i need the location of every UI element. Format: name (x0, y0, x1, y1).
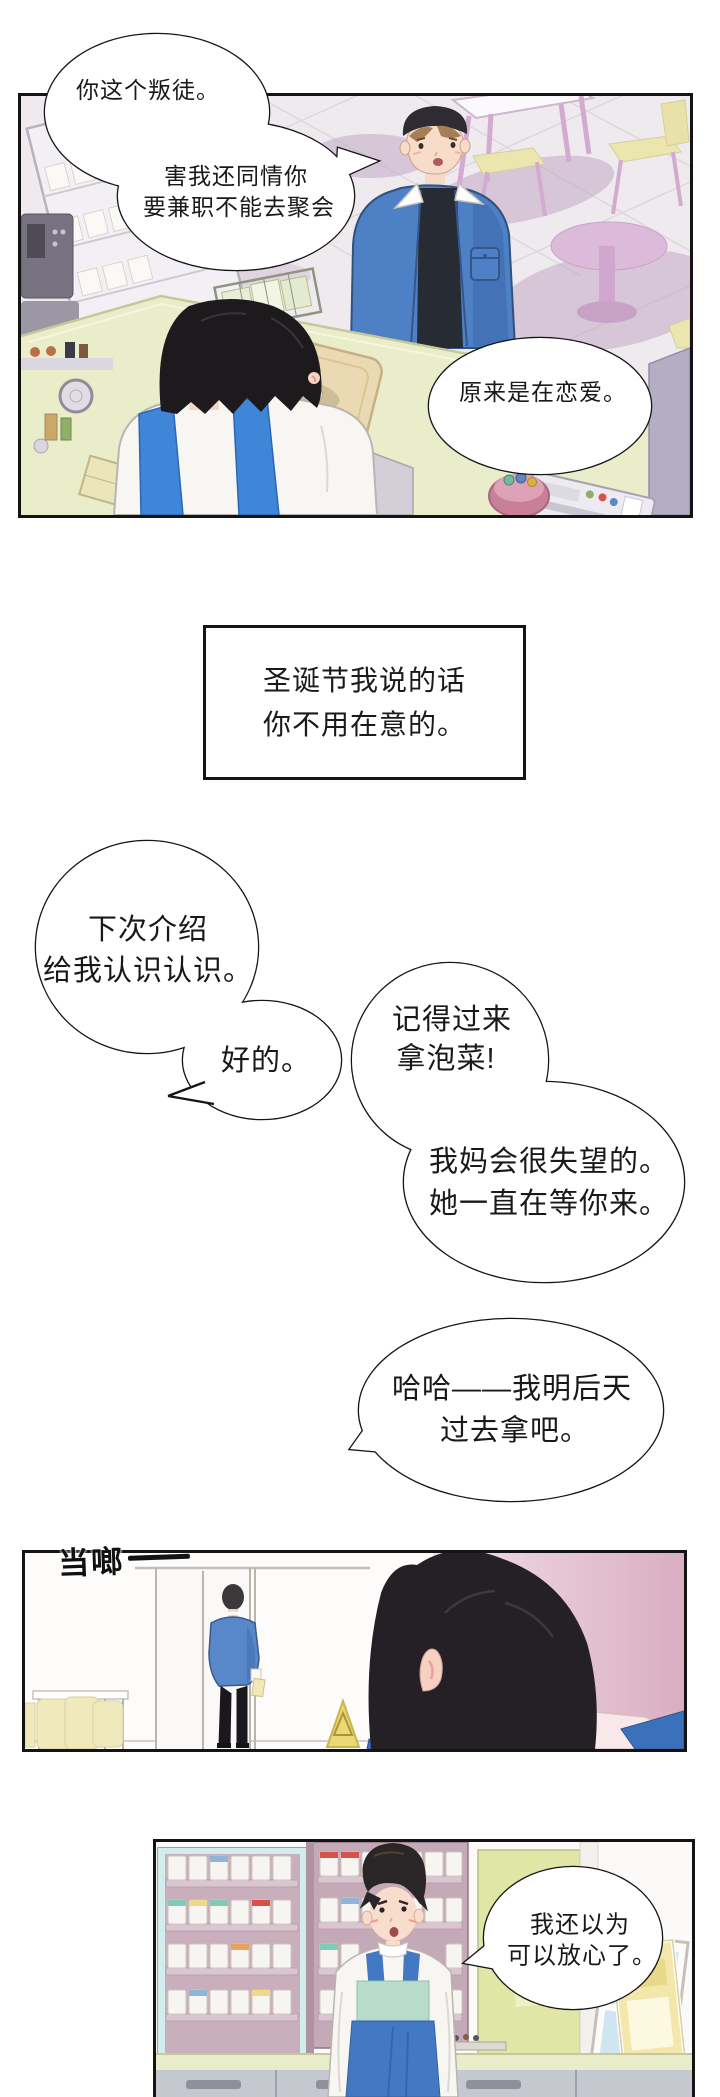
held-item (251, 1677, 266, 1698)
stacked-chairs (25, 1690, 129, 1749)
bubble-text: 她一直在等你来。 (429, 1187, 669, 1220)
wet-floor-sign (325, 1697, 361, 1748)
bubble-text: 好的。 (221, 1044, 311, 1077)
foreground-strap-right (620, 1710, 684, 1749)
customer-standing (349, 106, 517, 349)
bubble-text: 我妈会很失望的。 (429, 1145, 669, 1178)
bubble-text: 记得过来 (392, 1003, 512, 1036)
comic-panel-clerk-reaction (153, 1839, 695, 2097)
apron-body (345, 2020, 441, 2097)
bubble-text: 哈哈——我明后天 (392, 1372, 632, 1405)
sfx-door-chime: 当啷 (57, 1534, 191, 1584)
bubble-text: 下次介绍 (88, 913, 208, 946)
clerk-front-view (327, 1843, 459, 2097)
speech-bubble-introduce: 下次介绍 给我认识认识。 好的。 (34, 839, 343, 1121)
narration-box: 圣诞节我说的话 你不用在意的。 (203, 625, 526, 780)
green-board (477, 1849, 581, 2055)
sfx-text: 当啷 (57, 1544, 125, 1582)
pink-tray (488, 472, 550, 515)
foreground-ear (419, 1648, 443, 1692)
speech-bubble-haha: 哈哈——我明后天 过去拿吧。 (347, 1317, 665, 1503)
clerk-hair (159, 299, 322, 414)
foreground-hair (368, 1553, 597, 1749)
bubble-text: 拿泡菜! (396, 1042, 495, 1075)
comic-panel-store-counter (18, 93, 693, 518)
customer-face (406, 121, 464, 175)
apron-chest-panel (356, 1980, 430, 2022)
door-scene (25, 1553, 684, 1749)
store-scene (21, 96, 690, 515)
bubble-text: 给我认识认识。 (43, 954, 253, 987)
jacket-pocket (470, 247, 500, 281)
bubble-text: 过去拿吧。 (440, 1414, 590, 1447)
speech-bubble-kimchi: 记得过来 拿泡菜! 我妈会很失望的。 她一直在等你来。 (350, 961, 686, 1284)
cash-register-tray (523, 470, 656, 515)
clerk-back-view (112, 299, 379, 515)
customer-beanie (402, 106, 468, 136)
comic-panel-door-exit (22, 1550, 687, 1752)
sfx-dash-line (127, 1553, 191, 1561)
customer-sweater (417, 188, 463, 348)
clerk-front-hair (362, 1843, 426, 1904)
clerk-scene (156, 1842, 692, 2097)
counter-side-panel (648, 347, 690, 515)
foreground-head-back (366, 1553, 684, 1749)
clerk-face (369, 1887, 417, 1941)
narration-line-1: 圣诞节我说的话 (262, 664, 466, 696)
narration-line-2: 你不用在意的。 (262, 708, 466, 740)
customer-walking-away (208, 1584, 266, 1748)
